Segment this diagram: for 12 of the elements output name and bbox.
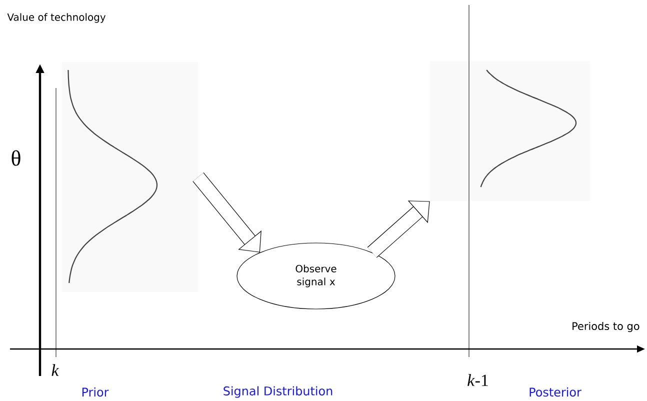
block-arrow xyxy=(367,200,430,258)
section-label: Posterior xyxy=(530,387,582,397)
tick-label: k-1 xyxy=(468,374,488,386)
axis-label: Periods to go xyxy=(572,322,640,332)
block-arrow xyxy=(192,172,262,252)
section-label: Prior xyxy=(82,387,109,397)
bell-curve-drawing xyxy=(430,61,590,201)
axis-label: Value of technology xyxy=(7,13,106,23)
tick-label: k xyxy=(52,364,59,376)
bell-curve-drawing xyxy=(62,62,198,292)
section-label: Signal Distribution xyxy=(224,386,332,398)
axis-symbol: θ xyxy=(12,150,20,166)
